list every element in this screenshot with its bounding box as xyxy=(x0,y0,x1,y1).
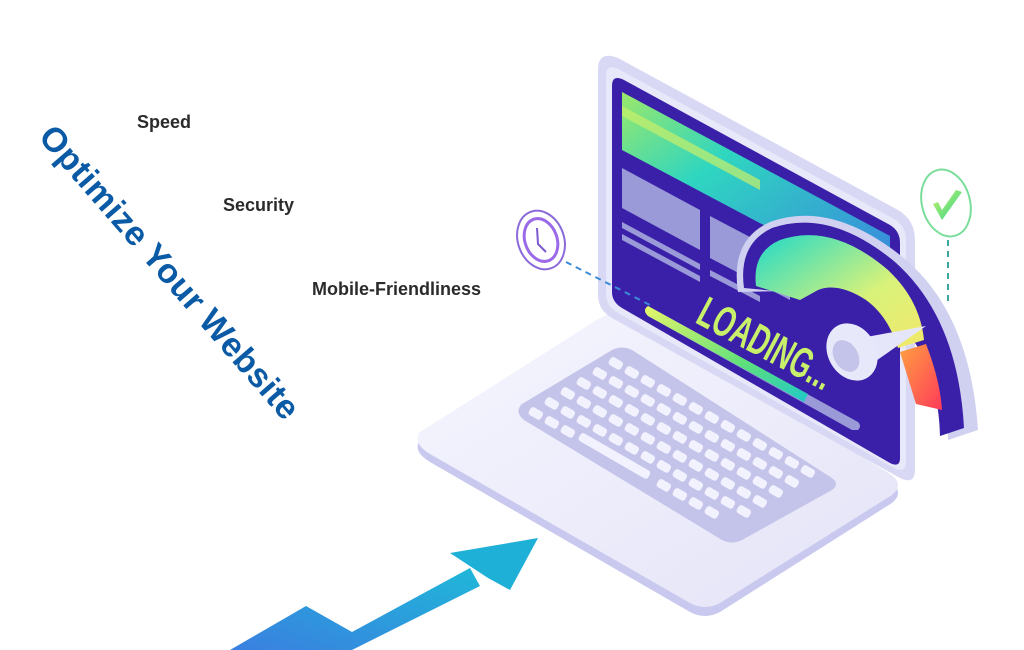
feature-mobile-friendliness: Mobile-Friendliness xyxy=(312,279,482,299)
clock-icon xyxy=(516,209,651,306)
feature-speed: Speed xyxy=(137,112,192,132)
checkmark-icon xyxy=(920,168,972,305)
laptop-base xyxy=(417,312,899,616)
progress-bar xyxy=(645,306,860,430)
feature-security: Security xyxy=(223,195,295,215)
growth-arrow-icon xyxy=(230,538,538,650)
speedometer-icon xyxy=(736,215,978,440)
keyboard xyxy=(528,357,816,519)
